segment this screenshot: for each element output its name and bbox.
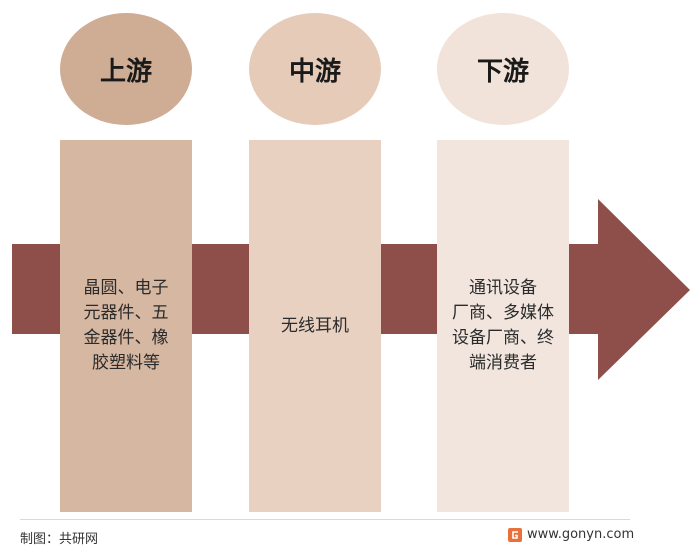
upstream-circle: 上游 xyxy=(60,13,192,125)
upstream-title: 上游 xyxy=(99,56,152,87)
downstream-text: 通讯设备 厂商、多媒体 设备厂商、终 端消费者 xyxy=(452,278,554,373)
midstream-panel: 无线耳机 xyxy=(249,140,381,512)
footer-source: 制图：共研网 xyxy=(20,532,99,545)
downstream-circle: 下游 xyxy=(437,13,569,125)
downstream-panel: 通讯设备 厂商、多媒体 设备厂商、终 端消费者 xyxy=(437,140,569,512)
footer-website-block: www.gonyn.com xyxy=(508,527,634,542)
midstream-circle: 中游 xyxy=(249,13,381,125)
gonyn-logo-icon xyxy=(508,527,522,542)
downstream-title: 下游 xyxy=(476,56,529,87)
upstream-panel: 晶圆、电子 元器件、五 金器件、橡 胶塑料等 xyxy=(60,140,192,512)
midstream-title: 中游 xyxy=(288,56,341,87)
footer-website[interactable]: www.gonyn.com xyxy=(527,527,635,542)
upstream-text: 晶圆、电子 元器件、五 金器件、橡 胶塑料等 xyxy=(83,278,169,373)
midstream-text: 无线耳机 xyxy=(281,315,349,336)
footer-divider xyxy=(20,519,630,520)
